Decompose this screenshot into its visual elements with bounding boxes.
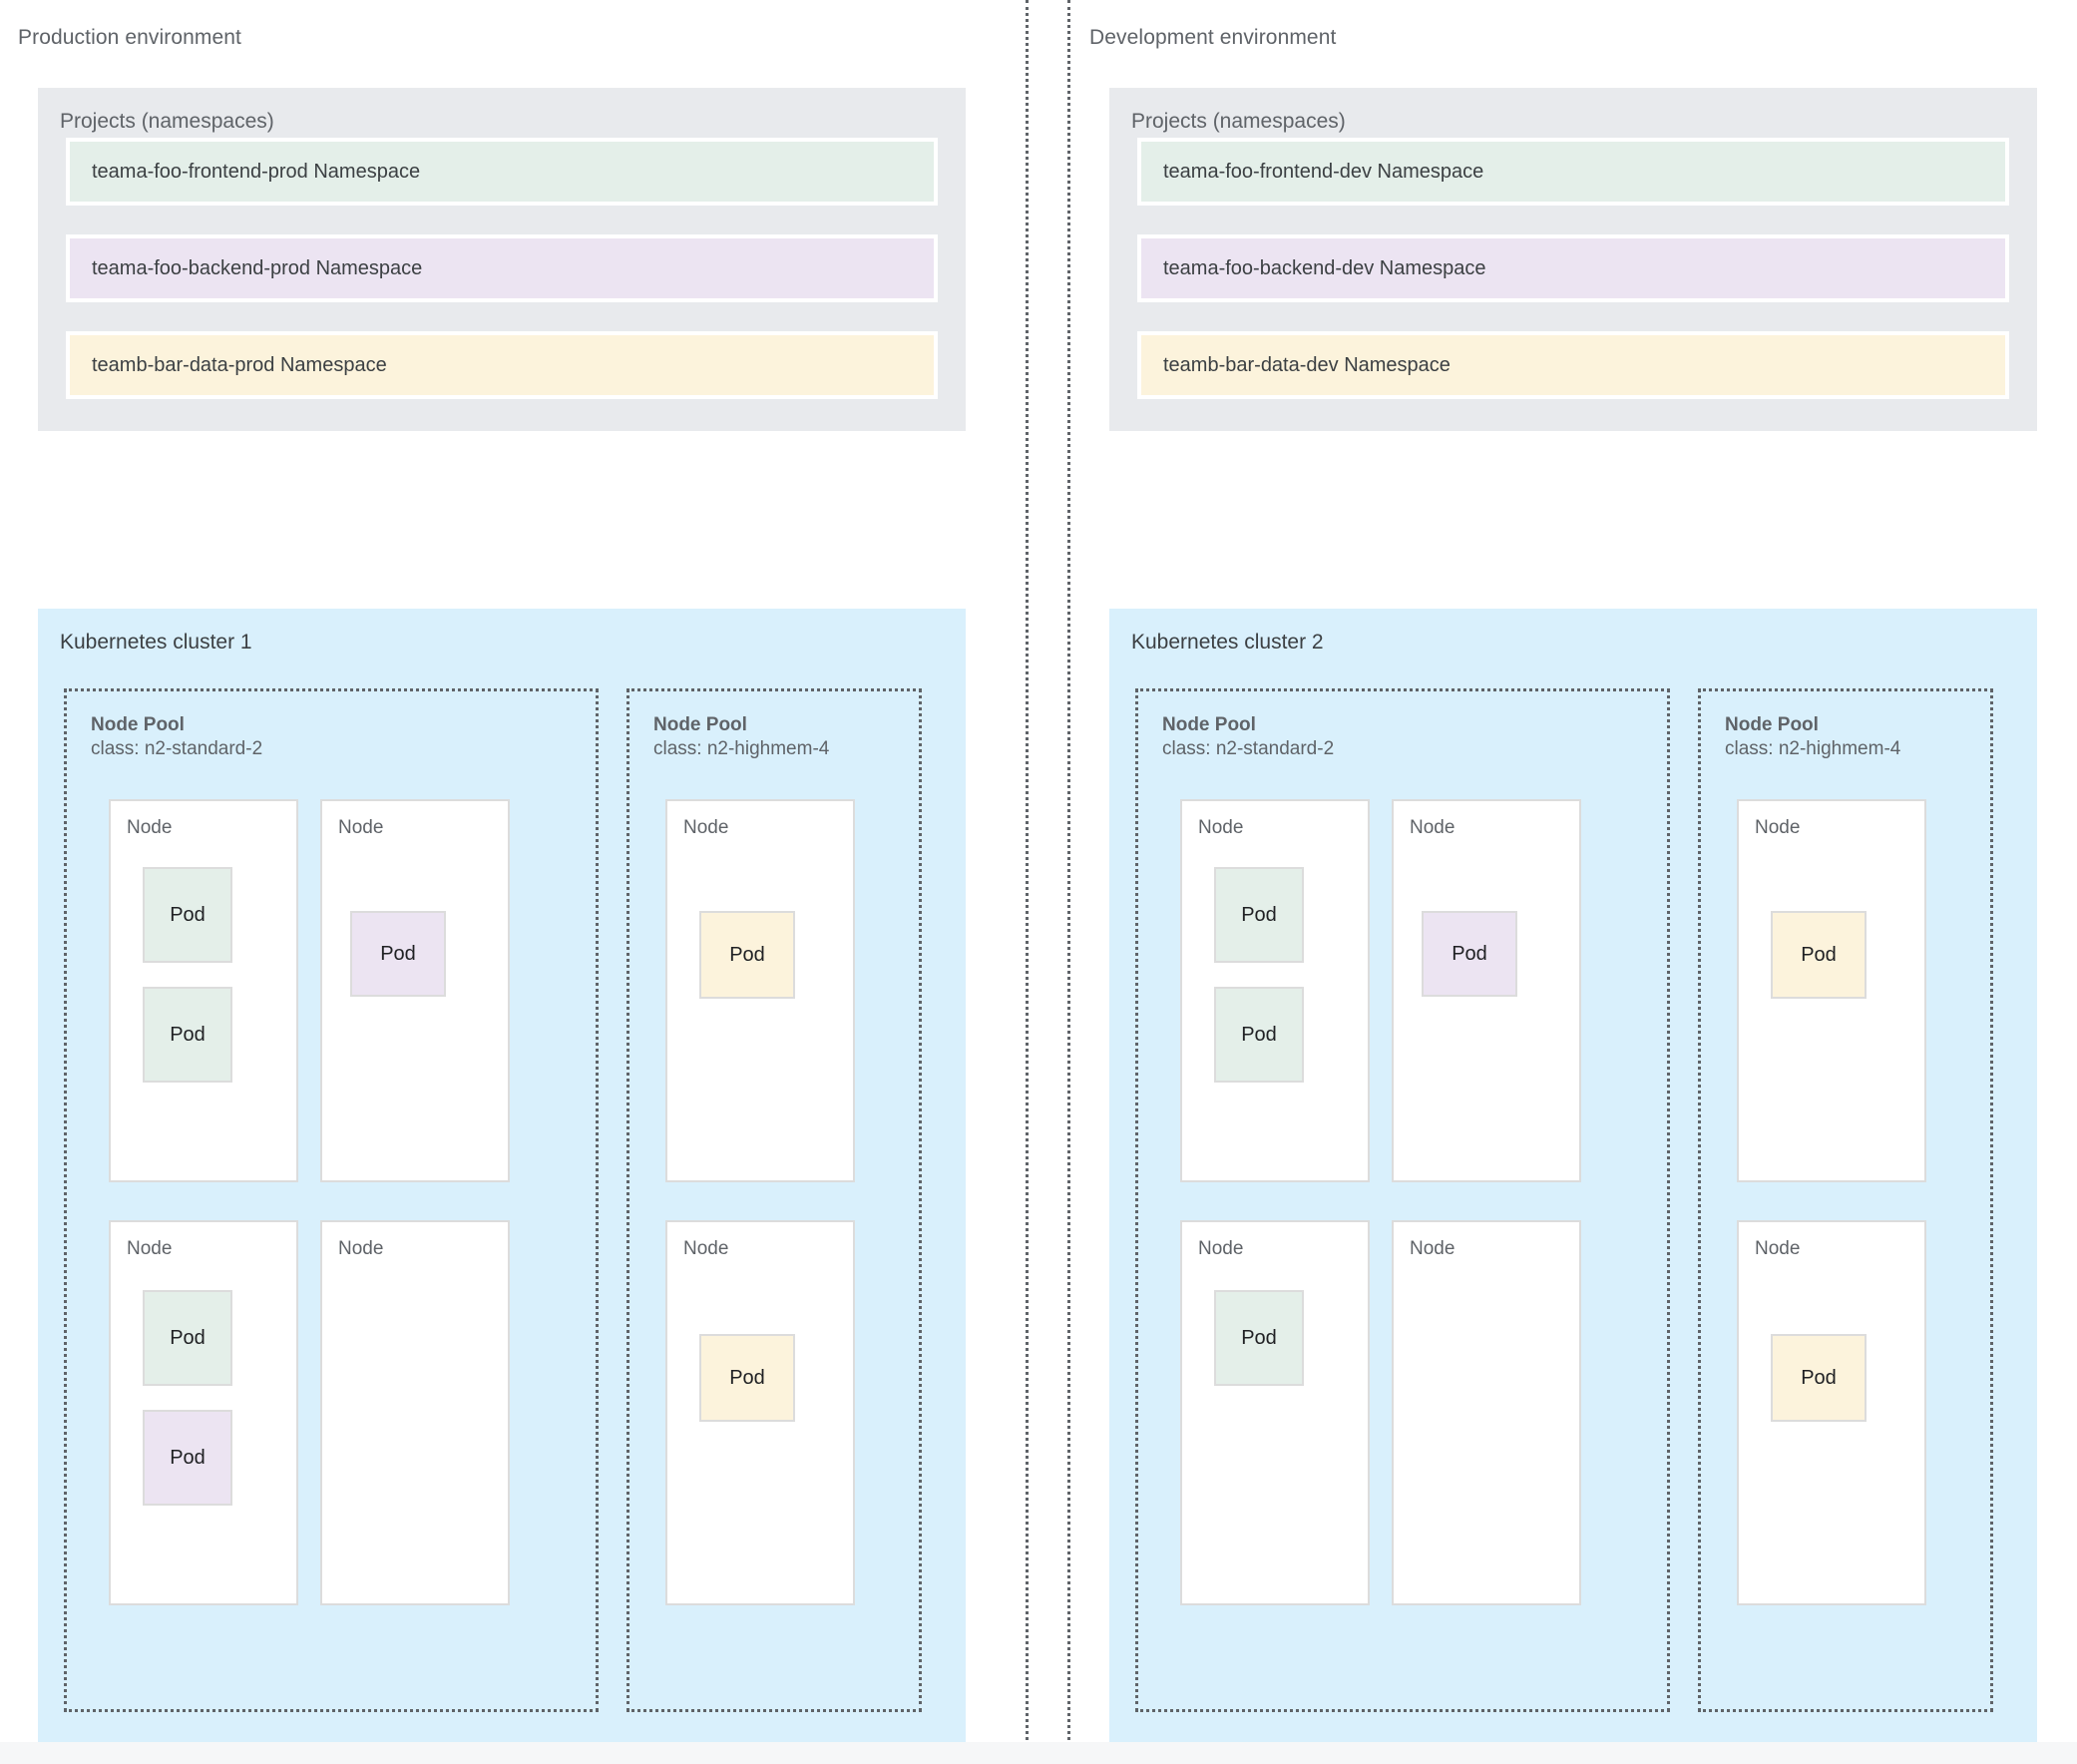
projects-panel-title: Projects (namespaces) (1131, 110, 1346, 133)
pod[interactable]: Pod (1214, 867, 1304, 963)
node-pool-class: class: n2-standard-2 (91, 738, 263, 760)
pod[interactable]: Pod (1771, 1334, 1867, 1422)
node-pool: Node Pool class: n2-standard-2 Node Pod … (64, 688, 599, 1712)
node[interactable]: Node (320, 1220, 510, 1605)
node[interactable]: Node Pod (1180, 1220, 1370, 1605)
namespace-label: teama-foo-backend-dev Namespace (1163, 256, 1486, 279)
node[interactable]: Node Pod (1737, 799, 1926, 1182)
environment-development: Development environment Projects (namesp… (1071, 0, 2077, 1764)
node-pool-name: Node Pool (1162, 714, 1256, 735)
node-pool: Node Pool class: n2-highmem-4 Node Pod N… (1698, 688, 1993, 1712)
node-pool-class: class: n2-highmem-4 (653, 738, 830, 760)
node[interactable]: Node Pod (665, 799, 855, 1182)
pod[interactable]: Pod (1214, 987, 1304, 1083)
environment-title: Development environment (1089, 26, 1337, 49)
node[interactable]: Node Pod (1392, 799, 1581, 1182)
namespace-label: teamb-bar-data-dev Namespace (1163, 353, 1451, 376)
node-label: Node (1410, 817, 1455, 838)
node-label: Node (127, 817, 173, 838)
pod[interactable]: Pod (1422, 911, 1517, 997)
node-label: Node (683, 817, 729, 838)
pod[interactable]: Pod (143, 987, 232, 1083)
namespace-card[interactable]: teama-foo-backend-prod Namespace (66, 234, 938, 302)
pod[interactable]: Pod (350, 911, 446, 997)
page-footer-strip (0, 1742, 2077, 1764)
pod[interactable]: Pod (1771, 911, 1867, 999)
node-pool-heading: Node Pool class: n2-highmem-4 (653, 713, 829, 762)
node[interactable]: Node Pod (320, 799, 510, 1182)
node[interactable]: Node Pod Pod (1180, 799, 1370, 1182)
node[interactable]: Node (1392, 1220, 1581, 1605)
kubernetes-cluster-panel: Kubernetes cluster 2 Node Pool class: n2… (1109, 609, 2037, 1742)
namespace-card[interactable]: teamb-bar-data-prod Namespace (66, 331, 938, 399)
node-pool-name: Node Pool (91, 714, 185, 735)
namespace-card[interactable]: teama-foo-frontend-dev Namespace (1137, 138, 2009, 206)
environment-title: Production environment (18, 26, 241, 49)
node-pool: Node Pool class: n2-standard-2 Node Pod … (1135, 688, 1670, 1712)
namespace-label: teamb-bar-data-prod Namespace (92, 353, 387, 376)
node-label: Node (1198, 1238, 1244, 1259)
pod[interactable]: Pod (699, 911, 795, 999)
node-pool-class: class: n2-standard-2 (1162, 738, 1335, 760)
namespace-card[interactable]: teama-foo-backend-dev Namespace (1137, 234, 2009, 302)
node-label: Node (683, 1238, 729, 1259)
pod[interactable]: Pod (1214, 1290, 1304, 1386)
node-label: Node (1755, 1238, 1801, 1259)
node-pool-class: class: n2-highmem-4 (1725, 738, 1901, 760)
namespace-label: teama-foo-frontend-dev Namespace (1163, 160, 1484, 183)
node-label: Node (1755, 817, 1801, 838)
projects-panel: Projects (namespaces) teama-foo-frontend… (1109, 88, 2037, 431)
namespace-card[interactable]: teamb-bar-data-dev Namespace (1137, 331, 2009, 399)
cluster-title: Kubernetes cluster 1 (60, 631, 252, 654)
node-pool: Node Pool class: n2-highmem-4 Node Pod N… (626, 688, 922, 1712)
node[interactable]: Node Pod Pod (109, 1220, 298, 1605)
node-label: Node (338, 817, 384, 838)
node-label: Node (1410, 1238, 1455, 1259)
node-label: Node (1198, 817, 1244, 838)
pod[interactable]: Pod (143, 867, 232, 963)
kubernetes-cluster-panel: Kubernetes cluster 1 Node Pool class: n2… (38, 609, 966, 1742)
node-pool-heading: Node Pool class: n2-highmem-4 (1725, 713, 1900, 762)
environment-production: Production environment Projects (namespa… (0, 0, 1006, 1764)
pod[interactable]: Pod (143, 1410, 232, 1506)
node-pool-heading: Node Pool class: n2-standard-2 (91, 713, 262, 762)
environment-divider-line-right (1067, 0, 1070, 1764)
node-pool-name: Node Pool (653, 714, 747, 735)
projects-panel-title: Projects (namespaces) (60, 110, 274, 133)
node[interactable]: Node Pod (1737, 1220, 1926, 1605)
node-label: Node (127, 1238, 173, 1259)
environment-divider-line-left (1026, 0, 1029, 1764)
cluster-title: Kubernetes cluster 2 (1131, 631, 1324, 654)
namespace-label: teama-foo-backend-prod Namespace (92, 256, 423, 279)
node-pool-name: Node Pool (1725, 714, 1819, 735)
node-label: Node (338, 1238, 384, 1259)
node[interactable]: Node Pod (665, 1220, 855, 1605)
node-pool-heading: Node Pool class: n2-standard-2 (1162, 713, 1334, 762)
pod[interactable]: Pod (699, 1334, 795, 1422)
node[interactable]: Node Pod Pod (109, 799, 298, 1182)
projects-panel: Projects (namespaces) teama-foo-frontend… (38, 88, 966, 431)
namespace-card[interactable]: teama-foo-frontend-prod Namespace (66, 138, 938, 206)
pod[interactable]: Pod (143, 1290, 232, 1386)
namespace-label: teama-foo-frontend-prod Namespace (92, 160, 421, 183)
